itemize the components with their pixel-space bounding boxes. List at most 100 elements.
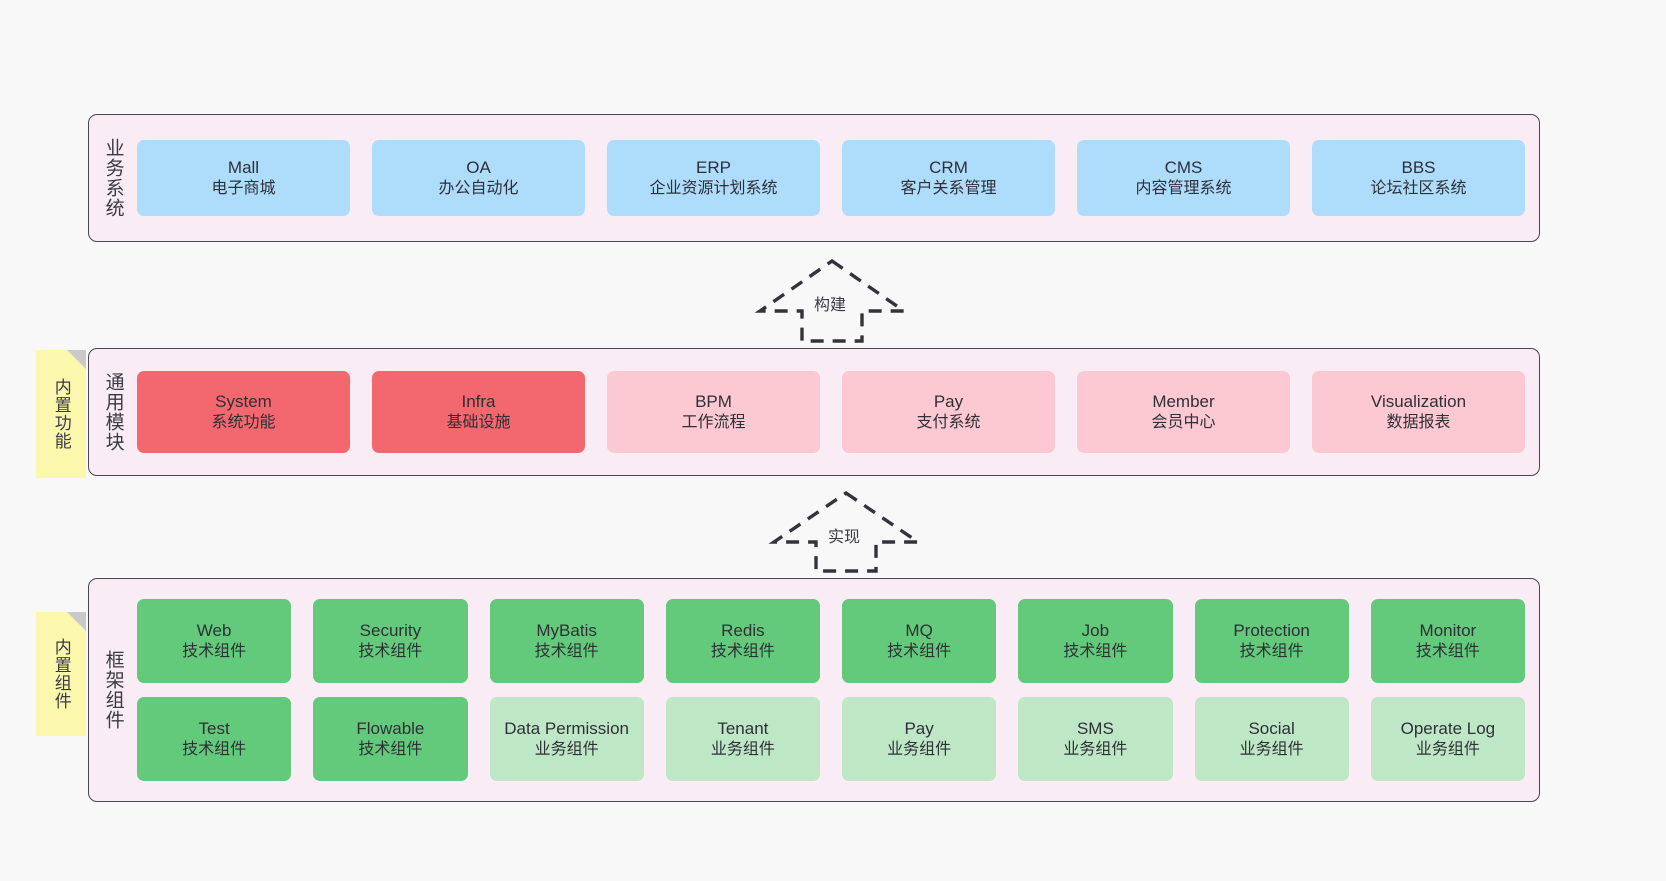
card-subtitle: 系统功能	[211, 413, 276, 431]
implement-arrow-icon	[768, 490, 924, 573]
card-web[interactable]: Web 技术组件	[137, 599, 292, 683]
card-subtitle: 企业资源计划系统	[649, 179, 778, 197]
folded-corner-icon	[67, 612, 86, 631]
common-card-grid: System 系统功能 Infra 基础设施 BPM 工作流程 Pay 支付系统…	[135, 349, 1539, 475]
section-label-business-systems: 业务系统	[102, 138, 124, 218]
card-title: BPM	[695, 391, 732, 411]
card-subtitle: 客户关系管理	[900, 179, 997, 197]
card-title: Visualization	[1370, 391, 1467, 411]
card-subtitle: 基础设施	[446, 413, 511, 431]
card-title: Tenant	[717, 718, 769, 738]
card-title: Data Permission	[504, 718, 629, 738]
card-title: MyBatis	[536, 620, 597, 640]
card-title: CMS	[1164, 157, 1203, 177]
section-label-framework-components: 框架组件	[102, 650, 124, 730]
card-title: System	[215, 391, 272, 411]
card-subtitle: 技术组件	[1239, 642, 1304, 660]
card-redis[interactable]: Redis 技术组件	[665, 599, 820, 683]
card-subtitle: 技术组件	[710, 642, 775, 660]
card-title: Operate Log	[1400, 718, 1496, 738]
card-visualization[interactable]: Visualization 数据报表	[1312, 371, 1525, 453]
card-oa[interactable]: OA 办公自动化	[372, 140, 585, 216]
card-security[interactable]: Security 技术组件	[313, 599, 468, 683]
card-subtitle: 支付系统	[916, 413, 981, 431]
card-subtitle: 技术组件	[1063, 642, 1128, 660]
card-subtitle: 业务组件	[1415, 740, 1480, 758]
card-bpm[interactable]: BPM 工作流程	[607, 371, 820, 453]
card-operate-log[interactable]: Operate Log 业务组件	[1370, 697, 1525, 781]
card-title: Test	[198, 718, 230, 738]
card-subtitle: 论坛社区系统	[1370, 179, 1467, 197]
card-mall[interactable]: Mall 电子商城	[137, 140, 350, 216]
card-title: Monitor	[1419, 620, 1477, 640]
card-title: Pay	[904, 718, 934, 738]
sticky-note-builtin-features: 内置功能	[36, 350, 86, 478]
framework-tech-row: Web 技术组件 Security 技术组件 MyBatis 技术组件 Redi…	[137, 599, 1525, 683]
card-mq[interactable]: MQ 技术组件	[842, 599, 997, 683]
card-title: Web	[196, 620, 232, 640]
section-framework-components: 框架组件 Web 技术组件 Security 技术组件 MyBatis 技术组件…	[88, 578, 1540, 802]
card-mybatis[interactable]: MyBatis 技术组件	[489, 599, 644, 683]
card-test[interactable]: Test 技术组件	[137, 697, 292, 781]
card-subtitle: 技术组件	[182, 642, 247, 660]
card-subtitle: 会员中心	[1151, 413, 1216, 431]
card-bbs[interactable]: BBS 论坛社区系统	[1312, 140, 1525, 216]
framework-biz-row: Test 技术组件 Flowable 技术组件 Data Permission …	[137, 697, 1525, 781]
card-subtitle: 工作流程	[681, 413, 746, 431]
card-title: SMS	[1076, 718, 1114, 738]
card-title: MQ	[905, 620, 933, 640]
build-arrow-label: 构建	[812, 291, 849, 315]
card-subtitle: 技术组件	[358, 740, 423, 758]
card-title: Infra	[461, 391, 496, 411]
card-title: Member	[1152, 391, 1215, 411]
card-title: Redis	[721, 620, 765, 640]
framework-card-grid: Web 技术组件 Security 技术组件 MyBatis 技术组件 Redi…	[135, 579, 1539, 801]
build-arrow: 构建	[752, 255, 912, 345]
card-pay-module[interactable]: Pay 支付系统	[842, 371, 1055, 453]
card-flowable[interactable]: Flowable 技术组件	[313, 697, 468, 781]
card-cms[interactable]: CMS 内容管理系统	[1077, 140, 1290, 216]
build-arrow-icon	[754, 258, 910, 343]
card-subtitle: 技术组件	[182, 740, 247, 758]
card-subtitle: 技术组件	[887, 642, 952, 660]
card-pay-component[interactable]: Pay 业务组件	[842, 697, 997, 781]
card-data-permission[interactable]: Data Permission 业务组件	[489, 697, 644, 781]
sticky-note-label: 内置功能	[51, 378, 71, 450]
card-subtitle: 技术组件	[1415, 642, 1480, 660]
card-title: Social	[1248, 718, 1295, 738]
business-card-grid: Mall 电子商城 OA 办公自动化 ERP 企业资源计划系统 CRM 客户关系…	[135, 115, 1539, 241]
implement-arrow-label: 实现	[826, 523, 863, 547]
card-subtitle: 内容管理系统	[1135, 179, 1232, 197]
implement-arrow: 实现	[766, 487, 926, 575]
card-title: OA	[466, 157, 491, 177]
card-member[interactable]: Member 会员中心	[1077, 371, 1290, 453]
card-monitor[interactable]: Monitor 技术组件	[1370, 599, 1525, 683]
card-subtitle: 业务组件	[1239, 740, 1304, 758]
business-row: Mall 电子商城 OA 办公自动化 ERP 企业资源计划系统 CRM 客户关系…	[137, 140, 1525, 216]
card-system[interactable]: System 系统功能	[137, 371, 350, 453]
card-infra[interactable]: Infra 基础设施	[372, 371, 585, 453]
card-erp[interactable]: ERP 企业资源计划系统	[607, 140, 820, 216]
section-label-common-modules: 通用模块	[102, 372, 124, 452]
card-subtitle: 技术组件	[358, 642, 423, 660]
card-job[interactable]: Job 技术组件	[1018, 599, 1173, 683]
card-sms[interactable]: SMS 业务组件	[1018, 697, 1173, 781]
card-title: Pay	[933, 391, 964, 411]
card-title: Mall	[227, 157, 260, 177]
section-business-systems: 业务系统 Mall 电子商城 OA 办公自动化 ERP 企业资源计划系统 CRM…	[88, 114, 1540, 242]
card-subtitle: 业务组件	[887, 740, 952, 758]
card-social[interactable]: Social 业务组件	[1194, 697, 1349, 781]
card-tenant[interactable]: Tenant 业务组件	[665, 697, 820, 781]
common-row: System 系统功能 Infra 基础设施 BPM 工作流程 Pay 支付系统…	[137, 371, 1525, 453]
sticky-note-builtin-components: 内置组件	[36, 612, 86, 736]
card-title: ERP	[696, 157, 731, 177]
card-protection[interactable]: Protection 技术组件	[1194, 599, 1349, 683]
card-title: Flowable	[356, 718, 425, 738]
card-subtitle: 办公自动化	[438, 179, 519, 197]
card-title: BBS	[1401, 157, 1436, 177]
card-title: CRM	[929, 157, 968, 177]
card-crm[interactable]: CRM 客户关系管理	[842, 140, 1055, 216]
section-common-modules: 通用模块 System 系统功能 Infra 基础设施 BPM 工作流程 Pay…	[88, 348, 1540, 476]
card-title: Job	[1081, 620, 1110, 640]
